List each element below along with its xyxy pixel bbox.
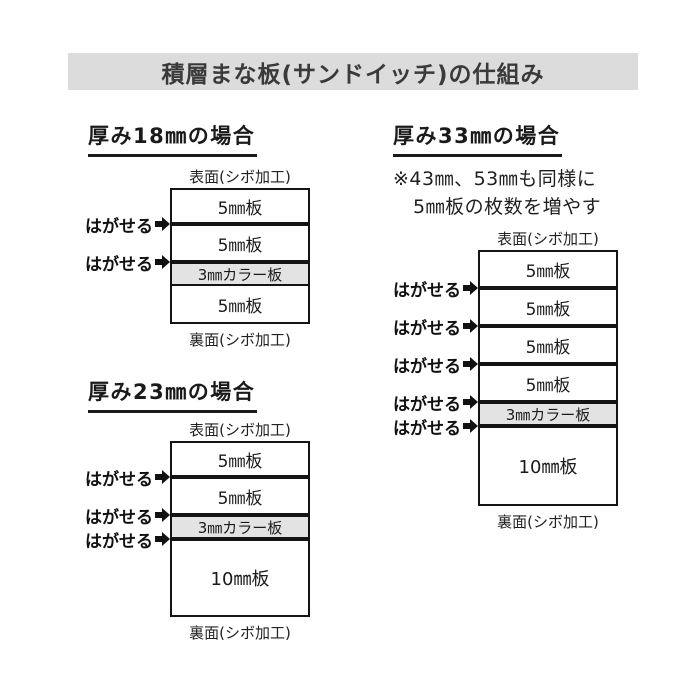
page-title: 積層まな板(サンドイッチ)の仕組み xyxy=(161,61,545,88)
peel-annotation: はがせる xyxy=(85,504,170,528)
peel-annotation: はがせる xyxy=(85,528,170,552)
peel-label: はがせる xyxy=(85,531,153,552)
peel-divider xyxy=(172,222,308,226)
peel-label: はがせる xyxy=(393,280,461,301)
section-23mm-heading: 厚み23㎜の場合 xyxy=(88,376,258,413)
peel-divider xyxy=(172,475,308,479)
peel-label: はがせる xyxy=(85,469,153,490)
board-layer: 5㎜板 xyxy=(525,299,571,320)
layer-stack-23mm: 5㎜板 5㎜板 3㎜カラー板 10㎜板 xyxy=(170,441,310,617)
surface-finish-label: 表面(シボ加工) xyxy=(497,230,599,248)
title-bar: 積層まな板(サンドイッチ)の仕組み xyxy=(68,53,638,90)
board-layer: 5㎜板 xyxy=(217,235,263,256)
board-layer: 5㎜板 xyxy=(525,261,571,282)
peel-divider xyxy=(480,324,616,328)
right-arrow-icon xyxy=(154,531,170,547)
color-board-layer: 3㎜カラー板 xyxy=(480,404,616,424)
peel-annotation: はがせる xyxy=(393,415,478,439)
peel-label: はがせる xyxy=(393,394,461,415)
board-layer: 5㎜板 xyxy=(217,451,263,472)
peel-divider xyxy=(172,513,308,517)
board-layer: 10㎜板 xyxy=(518,457,578,478)
color-board-layer: 3㎜カラー板 xyxy=(172,264,308,284)
color-board-layer: 3㎜カラー板 xyxy=(172,517,308,537)
peel-annotation: はがせる xyxy=(393,353,478,377)
peel-label: はがせる xyxy=(393,318,461,339)
peel-label: はがせる xyxy=(393,418,461,439)
peel-annotation: はがせる xyxy=(85,213,170,237)
peel-annotation: はがせる xyxy=(393,391,478,415)
right-arrow-icon xyxy=(462,394,478,410)
board-layer: 5㎜板 xyxy=(217,296,263,317)
peel-label: はがせる xyxy=(85,507,153,528)
section-18mm-heading: 厚み18㎜の場合 xyxy=(88,120,258,157)
board-layer: 5㎜板 xyxy=(525,337,571,358)
peel-annotation: はがせる xyxy=(85,251,170,275)
back-finish-label: 裏面(シボ加工) xyxy=(189,624,291,642)
right-arrow-icon xyxy=(154,507,170,523)
surface-finish-label: 表面(シボ加工) xyxy=(189,168,291,186)
note-line-2: 5㎜板の枚数を増やす xyxy=(413,196,602,218)
section-33mm-heading: 厚み33㎜の場合 xyxy=(393,120,563,157)
note-line-1: ※43㎜、53㎜も同様に xyxy=(393,168,597,190)
peel-divider xyxy=(172,537,308,541)
board-layer: 5㎜板 xyxy=(217,488,263,509)
peel-divider xyxy=(172,260,308,264)
peel-divider xyxy=(480,424,616,428)
layer-stack-18mm: 5㎜板 5㎜板 3㎜カラー板 5㎜板 xyxy=(170,188,310,324)
board-layer: 5㎜板 xyxy=(525,375,571,396)
thin-divider xyxy=(172,284,308,286)
peel-annotation: はがせる xyxy=(85,466,170,490)
back-finish-label: 裏面(シボ加工) xyxy=(189,331,291,349)
right-arrow-icon xyxy=(462,318,478,334)
peel-divider xyxy=(480,286,616,290)
right-arrow-icon xyxy=(154,469,170,485)
right-arrow-icon xyxy=(462,418,478,434)
peel-annotation: はがせる xyxy=(393,315,478,339)
right-arrow-icon xyxy=(462,280,478,296)
peel-label: はがせる xyxy=(393,356,461,377)
surface-finish-label: 表面(シボ加工) xyxy=(189,421,291,439)
peel-divider xyxy=(480,400,616,404)
right-arrow-icon xyxy=(154,254,170,270)
peel-divider xyxy=(480,362,616,366)
peel-label: はがせる xyxy=(85,216,153,237)
board-layer: 10㎜板 xyxy=(210,569,270,590)
layer-stack-33mm: 5㎜板 5㎜板 5㎜板 5㎜板 3㎜カラー板 10㎜板 xyxy=(478,250,618,506)
peel-label: はがせる xyxy=(85,254,153,275)
peel-annotation: はがせる xyxy=(393,277,478,301)
back-finish-label: 裏面(シボ加工) xyxy=(497,513,599,531)
right-arrow-icon xyxy=(154,216,170,232)
right-arrow-icon xyxy=(462,356,478,372)
board-layer: 5㎜板 xyxy=(217,198,263,219)
